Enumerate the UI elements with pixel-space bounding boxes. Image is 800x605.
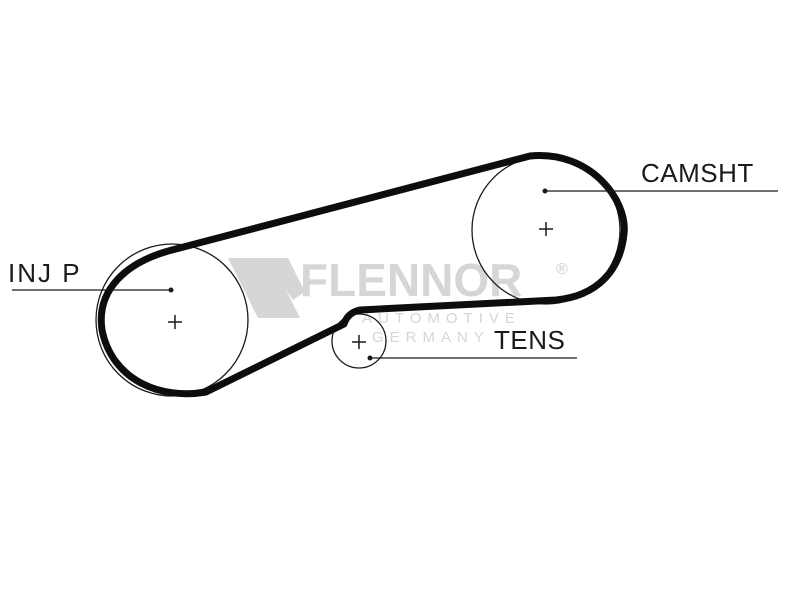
injection-pump-label: INJ P [8, 258, 82, 288]
camshaft-label: CAMSHT [641, 158, 754, 188]
injection-pump-center-icon [168, 315, 182, 329]
injection-pump-pulley [95, 243, 249, 397]
watermark-line2: GERMANY [372, 329, 490, 346]
watermark-logo-icon [228, 258, 305, 318]
camshaft-center-icon [539, 222, 553, 236]
tensioner-center-icon [352, 335, 366, 349]
tensioner-leader [367, 355, 577, 361]
watermark-brand: FLENNOR [300, 254, 522, 306]
tensioner-pulley [331, 313, 387, 369]
timing-belt [97, 152, 628, 398]
watermark: FLENNOR ® AUTOMOTIVE GERMANY [228, 254, 568, 346]
watermark-registered: ® [556, 261, 568, 278]
camshaft-leader [542, 188, 778, 194]
injection-pump-leader [12, 287, 174, 293]
tensioner-label: TENS [494, 325, 566, 355]
watermark-line1: AUTOMOTIVE [362, 310, 521, 327]
